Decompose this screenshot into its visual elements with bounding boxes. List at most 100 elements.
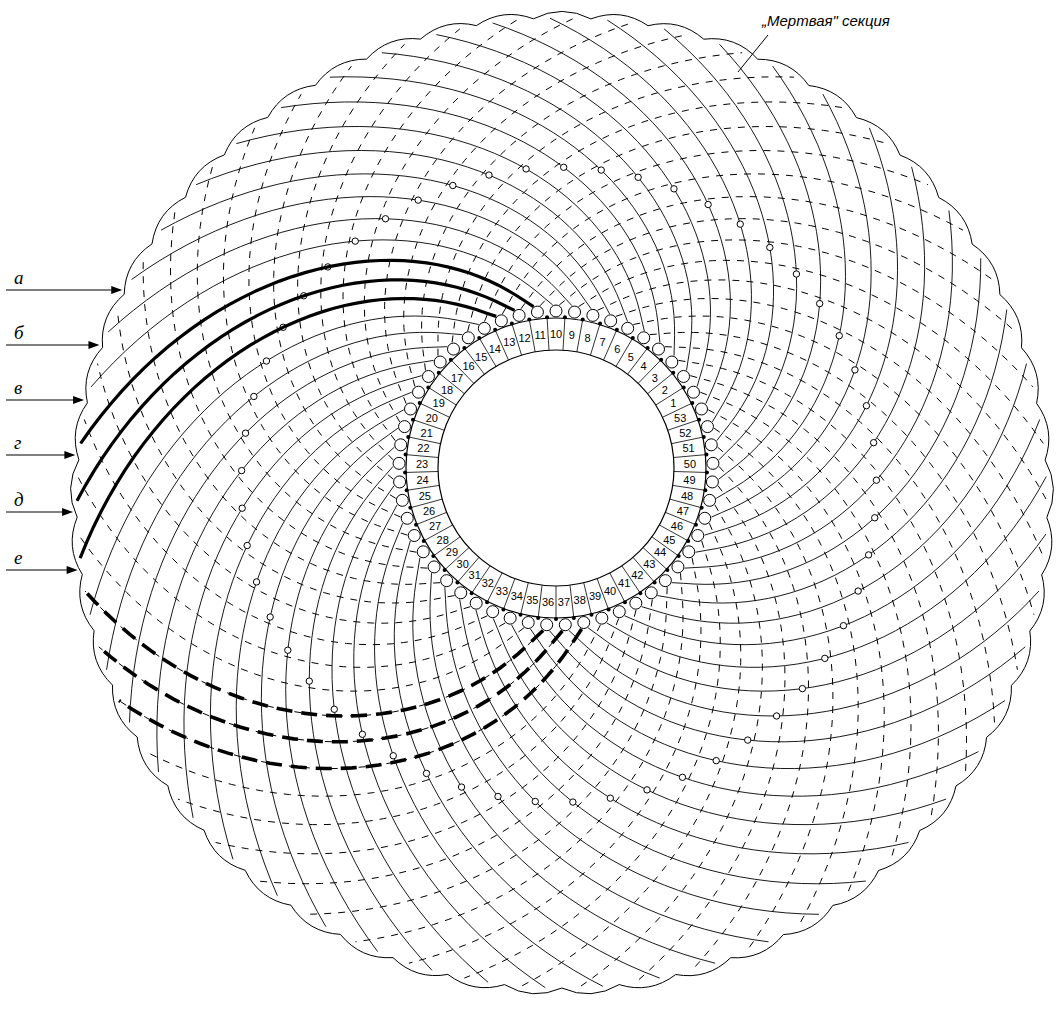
upper-layer-conductor (286, 447, 395, 951)
riser-loop (405, 403, 417, 415)
riser-dot (422, 539, 426, 543)
junction-circle (306, 678, 312, 684)
riser-loop (428, 561, 440, 573)
commutator-segment-number: 25 (419, 490, 431, 501)
riser-dot (519, 613, 523, 617)
junction-circle (840, 622, 846, 628)
riser-dot (704, 453, 708, 457)
commutator-segment-number: 10 (550, 329, 562, 340)
riser-dot (485, 600, 489, 604)
riser-loop (683, 546, 695, 558)
upper-layer-conductor (436, 35, 710, 387)
commutator-segment-number: 22 (417, 443, 429, 454)
upper-layer-conductor (719, 44, 821, 479)
riser-loop (705, 439, 717, 451)
junction-circle (863, 403, 869, 409)
riser-dot (545, 315, 549, 319)
dead-section-note: „Мертвая" секция (760, 13, 892, 28)
commutator-segment-number: 18 (441, 384, 453, 395)
commutator-segment-number: 27 (429, 520, 441, 531)
commutator-segment-number: 42 (631, 569, 643, 580)
outer-end-connections (71, 11, 1054, 993)
commutator-segment-number: 19 (433, 398, 445, 409)
upper-layer-conductor (107, 332, 463, 669)
upper-layer-conductor (625, 419, 1040, 644)
commutator-segment-number: 14 (489, 343, 501, 354)
riser-loop (448, 343, 460, 355)
current-path-letter: д (14, 490, 24, 509)
commutator-segment-number: 33 (496, 585, 508, 596)
riser-dot (408, 506, 412, 510)
lower-layer-conductor (78, 534, 524, 691)
riser-loop (695, 403, 707, 415)
riser-dot (477, 336, 481, 340)
riser-dot (462, 346, 466, 350)
riser-loop (504, 612, 516, 624)
riser-loop (559, 619, 571, 631)
commutator-segment-number: 12 (518, 332, 530, 343)
junction-circle (873, 477, 879, 483)
commutator-segment-number: 44 (654, 547, 666, 558)
lower-layer-conductor (178, 618, 619, 824)
commutator-segment-number: 32 (482, 578, 494, 589)
segment-divider (407, 455, 439, 458)
lower-layer-conductor (464, 541, 720, 978)
riser-loop (645, 587, 657, 599)
lower-layer-conductor (678, 360, 966, 772)
junction-circle (359, 731, 365, 737)
riser-dot (470, 591, 474, 595)
junction-circle (382, 216, 388, 222)
arrow-head (62, 508, 73, 516)
commutator-segment-number: 40 (604, 585, 616, 596)
junction-circle (390, 753, 396, 759)
riser-dot (411, 418, 415, 422)
segment-divider (638, 360, 660, 383)
junction-circle (331, 706, 337, 712)
riser-dot (493, 328, 497, 332)
commutator-segment-number: 30 (457, 559, 469, 570)
riser-dot (501, 608, 505, 612)
junction-circle (745, 737, 751, 743)
riser-dot (437, 371, 441, 375)
riser-loop (699, 512, 711, 524)
segment-divider (628, 349, 647, 374)
riser-dot (572, 616, 576, 620)
riser-dot (690, 401, 694, 405)
riser-loops (393, 305, 719, 631)
riser-dot (414, 523, 418, 527)
commutator-segment-number: 53 (674, 412, 686, 423)
upper-layer-conductor (716, 66, 845, 498)
lower-layer-conductor (540, 219, 1016, 332)
junction-circle (495, 793, 501, 799)
riser-dot (405, 488, 409, 492)
commutator-segment-number: 24 (416, 474, 428, 485)
riser-loop (422, 370, 434, 382)
lower-layer-conductor (385, 23, 632, 404)
arrow-head (111, 286, 122, 294)
highlighted-lower-conductor (119, 629, 582, 769)
junction-circle (836, 333, 842, 339)
upper-layer-conductor (530, 629, 1005, 769)
segment-divider (577, 320, 583, 351)
riser-dot (694, 523, 698, 527)
commutator-segment-number: 21 (421, 427, 433, 438)
lower-layer-conductor (521, 197, 993, 309)
riser-dot (677, 554, 681, 558)
current-arrows (6, 286, 122, 574)
lower-layer-conductor (249, 94, 401, 517)
upper-layer-conductor (685, 211, 953, 569)
riser-loop (596, 612, 608, 624)
lower-layer-conductor (616, 298, 1044, 558)
lower-layer-conductor (521, 523, 741, 986)
riser-loop (622, 322, 634, 334)
current-path-letter: а (14, 268, 24, 287)
riser-loop (513, 309, 525, 321)
upper-layer-conductor (330, 77, 675, 356)
segment-divider (674, 455, 706, 458)
commutator-segment-number: 49 (683, 474, 695, 485)
riser-dot (623, 600, 627, 604)
junction-circle (870, 439, 876, 445)
riser-loop (396, 494, 408, 506)
segment-divider (656, 388, 683, 405)
riser-loop (408, 530, 420, 542)
